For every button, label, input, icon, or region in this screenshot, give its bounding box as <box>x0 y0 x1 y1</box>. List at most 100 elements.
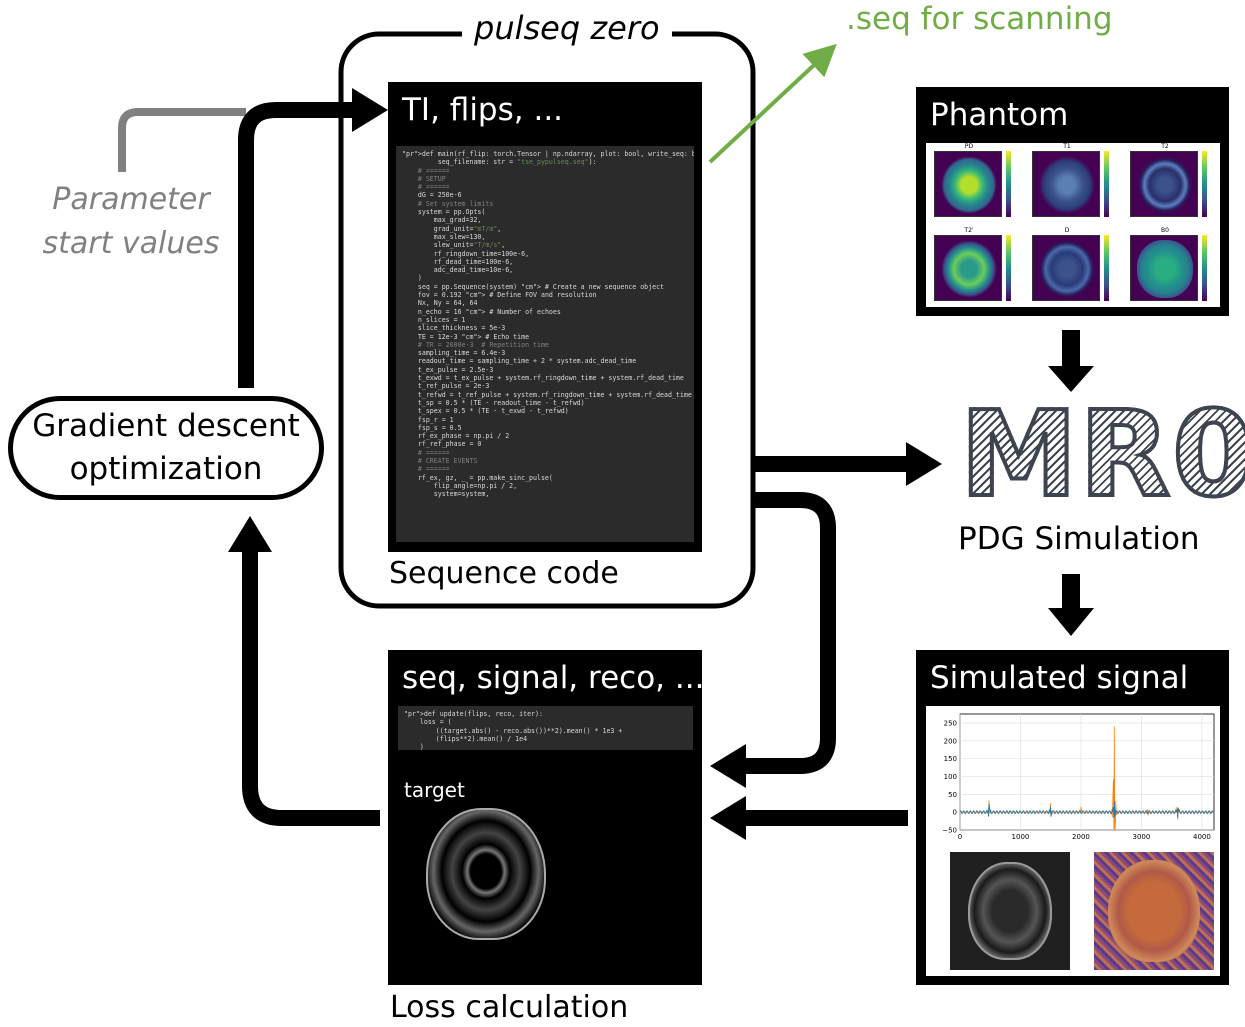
phase-brain <box>1108 860 1200 962</box>
phantom-brain <box>1137 156 1193 214</box>
phantom-map-image <box>1130 235 1198 301</box>
arrowhead-to-loss-bottom <box>710 796 746 840</box>
phantom-panel-title: Phantom <box>930 97 1069 133</box>
colorbar-tick: 0.2 <box>1013 199 1020 205</box>
arrow-sequence-to-loss <box>740 492 836 774</box>
colorbar-tick: 0.8 <box>1013 162 1020 168</box>
loss-panel-title: seq, signal, reco, ... <box>402 660 705 696</box>
colorbar-tick: 0.5 <box>1111 287 1118 293</box>
colorbar-tick: 0.25 <box>1013 251 1022 257</box>
sequence-code-panel: TI, flips, ... "pr">def main(rf_flip: to… <box>388 82 702 552</box>
sequence-code-line: t_exwd = t_ex_pulse + system.rf_ringdown… <box>402 374 684 383</box>
sequence-code-line: n_slices = 1 <box>402 315 466 324</box>
arrowhead-to-sequence <box>352 88 388 132</box>
sequence-code-line: slew_unit="T/m/s", <box>402 241 506 250</box>
sequence-code-line: system=system, <box>402 490 490 499</box>
parameter-connector <box>118 108 246 172</box>
phantom-map-image <box>1032 151 1100 217</box>
sequence-code-line: adc_dead_time=10e-6, <box>402 266 514 275</box>
colorbar-tick: 3.5 <box>1111 234 1118 239</box>
sequence-code-line: rf_ref_phase = 0 <box>402 440 482 449</box>
sequence-code-block: "pr">def main(rf_flip: torch.Tensor | np… <box>396 146 694 542</box>
colorbar-tick: -10 <box>1209 296 1216 301</box>
sequence-code-line: fov = 0.192 "cm"> # Define FOV and resol… <box>402 291 597 300</box>
sequence-code-line: t_spex = 0.5 * (TE - t_exwd - t_refwd) <box>402 407 569 416</box>
sequence-code-line: max_grad=32, <box>402 216 482 225</box>
colorbar-tick: 2.5 <box>1111 251 1118 257</box>
x-tick-label: 3000 <box>1133 833 1151 841</box>
loss-code-line: "pr">def update(flips, reco, iter): <box>404 710 543 718</box>
phantom-colorbar <box>1006 151 1011 217</box>
colorbar-tick: 0.4 <box>1209 194 1216 200</box>
sequence-code-line: rf_ringdown_time=100e-6, <box>402 249 530 258</box>
x-tick-label: 0 <box>958 833 962 841</box>
loss-calculation-caption: Loss calculation <box>390 990 629 1025</box>
y-tick-label: 200 <box>944 737 957 745</box>
colorbar-tick: 10 <box>1209 275 1215 281</box>
colorbar-tick: 1.0 <box>1209 167 1216 173</box>
colorbar-tick: 0.6 <box>1209 185 1216 191</box>
phantom-map-title: B0 <box>1161 227 1169 234</box>
colorbar-tick: 0.6 <box>1013 174 1020 180</box>
phantom-colorbar <box>1104 151 1109 217</box>
sequence-code-line: t_sp = 0.5 * (TE - readout_time - t_refw… <box>402 398 585 407</box>
colorbar-tick: 0.0 <box>1111 296 1118 301</box>
colorbar-tick: 40 <box>1209 244 1215 250</box>
arrow-optimization-to-sequence <box>238 102 358 388</box>
target-brain <box>426 808 546 940</box>
colorbar-tick: 2 <box>1111 187 1114 193</box>
sequence-code-line: slice_thickness = 5e-3 <box>402 324 506 333</box>
phantom-colorbar <box>1202 235 1207 301</box>
phantom-map-title: T2 <box>1161 143 1169 150</box>
sequence-code-line: rf_ex_phase = np.pi / 2 <box>402 432 510 441</box>
sequence-code-line: # CREATE EVENTS <box>402 456 478 465</box>
phantom-brain <box>941 156 997 214</box>
parameter-start-values-label: Parameter start values <box>42 182 220 261</box>
colorbar-tick: 0.05 <box>1013 287 1022 293</box>
phantom-map-title: D <box>1064 227 1070 234</box>
colorbar-tick: 50 <box>1209 234 1215 239</box>
colorbar-tick: 1.5 <box>1111 269 1118 275</box>
colorbar-tick: 5 <box>1111 150 1114 155</box>
phantom-brain <box>1039 240 1095 298</box>
phantom-brain <box>941 240 997 298</box>
pulseq-zero-title: pulseq zero <box>462 12 672 44</box>
sequence-code-line: flip_angle=np.pi / 2, <box>402 481 518 490</box>
sequence-code-line: # SETUP <box>402 174 446 183</box>
sequence-code-line: t_ex_pulse = 2.5e-3 <box>402 365 494 374</box>
phantom-colorbar <box>1202 151 1207 217</box>
sequence-panel-title: TI, flips, ... <box>402 92 564 128</box>
sequence-code-line: Nx, Ny = 64, 64 <box>402 299 478 308</box>
colorbar-tick: 0.15 <box>1013 269 1022 275</box>
y-tick-label: 100 <box>944 773 957 781</box>
sequence-code-line: # Set system limits <box>402 199 494 208</box>
colorbar-tick: 1.4 <box>1209 150 1216 155</box>
y-tick-label: 50 <box>948 791 957 799</box>
sequence-code-caption: Sequence code <box>389 556 619 591</box>
colorbar-tick: 0.35 <box>1013 234 1022 239</box>
sequence-code-line: TE = 12e-3 "cm"> # Echo time <box>402 332 530 341</box>
phantom-map-image <box>1130 151 1198 217</box>
colorbar-tick: 0.10 <box>1013 278 1022 284</box>
colorbar-tick: 0.0 <box>1013 212 1020 217</box>
sequence-code-line: ) <box>402 274 422 283</box>
y-tick-label: 0 <box>953 809 957 817</box>
gradient-descent-box: Gradient descent optimization <box>8 396 324 500</box>
colorbar-tick: 20 <box>1209 265 1215 270</box>
sequence-code-line: "pr">def main(rf_flip: torch.Tensor | np… <box>402 150 694 158</box>
colorbar-tick: 1.0 <box>1013 150 1020 155</box>
colorbar-tick: 1.2 <box>1209 158 1216 164</box>
sequence-code-line: sampling_time = 6.4e-3 <box>402 349 506 358</box>
colorbar-tick: 0.30 <box>1013 242 1022 248</box>
loss-code-line: loss = ( <box>404 718 452 727</box>
colorbar-tick: 3.0 <box>1111 242 1118 248</box>
arrow-seq-export <box>708 43 837 164</box>
arrow-loss-to-optimization <box>242 548 380 826</box>
seq-for-scanning-label: .seq for scanning <box>846 1 1113 37</box>
gradient-descent-label: Gradient descent optimization <box>32 408 300 487</box>
